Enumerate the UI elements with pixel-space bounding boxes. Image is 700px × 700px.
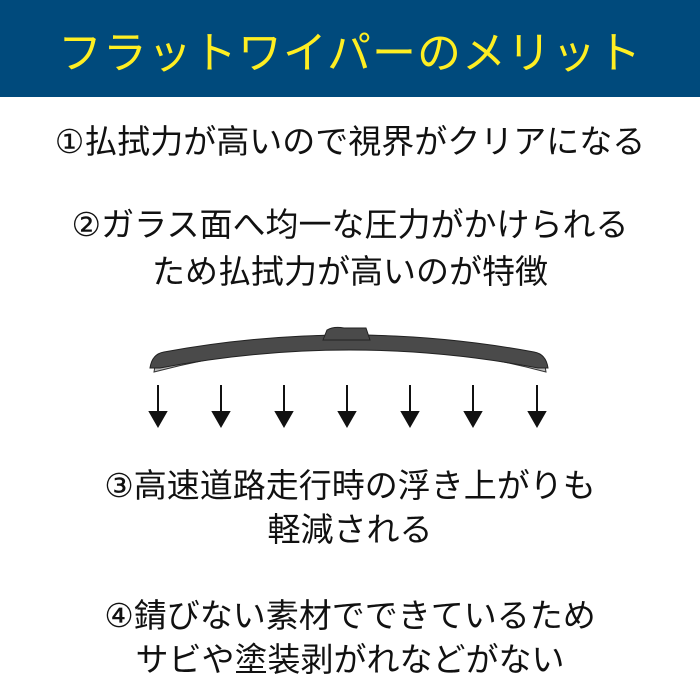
header-banner: フラットワイパーのメリット bbox=[0, 0, 700, 97]
point-3-line-1: ③高速道路走行時の浮き上がりも bbox=[104, 466, 596, 505]
point-4-line-2: サビや塗装剥がれなどがない bbox=[135, 640, 565, 679]
wiper-illustration bbox=[148, 326, 549, 429]
point-1: ①払拭力が高いので視界がクリアになる bbox=[54, 122, 646, 161]
point-4-line-1: ④錆びない素材でできているため bbox=[104, 596, 596, 635]
page-title: フラットワイパーのメリット bbox=[57, 27, 643, 79]
point-3-line-2: 軽減される bbox=[267, 510, 433, 549]
pressure-arrows-icon bbox=[148, 385, 547, 429]
point-2-line-2: ため払拭力が高いのが特徴 bbox=[152, 252, 548, 291]
point-2-line-1: ②ガラス面へ均一な圧力がかけられる bbox=[71, 205, 629, 244]
wiper-blade-icon bbox=[149, 326, 549, 373]
